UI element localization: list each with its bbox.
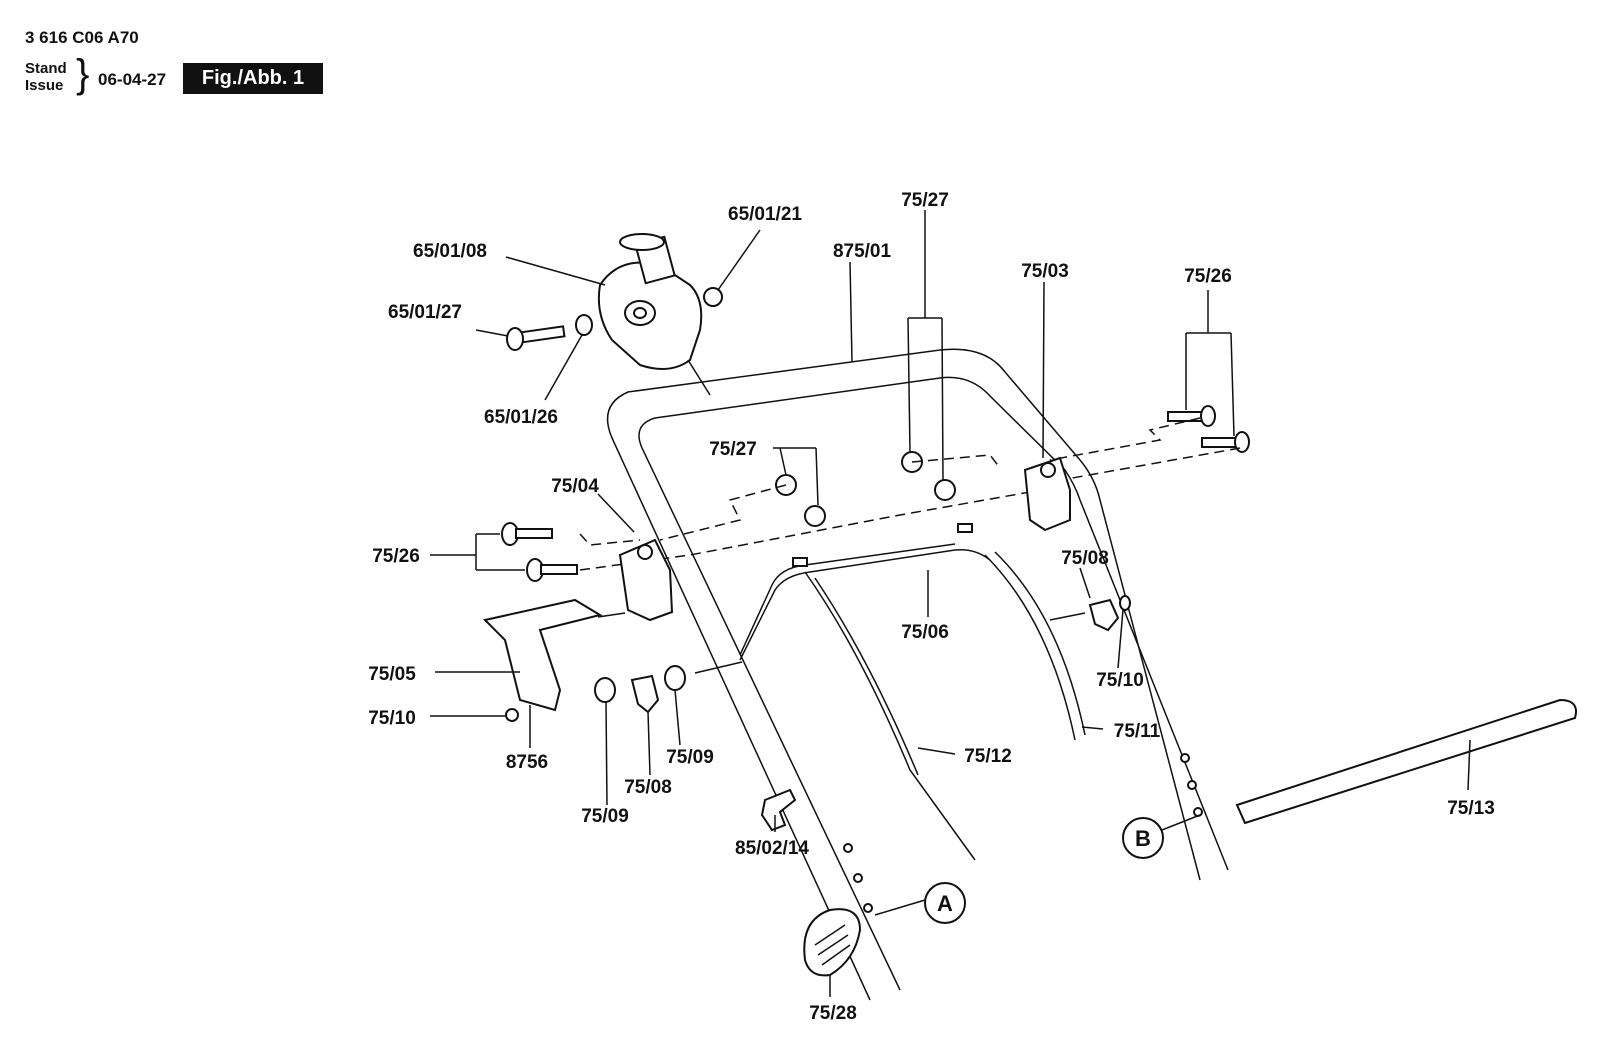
issue-label: Issue — [25, 77, 64, 94]
rod-segment — [694, 661, 743, 674]
hole — [1193, 807, 1203, 817]
bolts-75-26-right — [1167, 405, 1250, 453]
issue-date: 06-04-27 — [98, 70, 167, 89]
part-label-65-01-27: 65/01/27 — [388, 302, 462, 323]
part-label-75-28: 75/28 — [809, 1003, 857, 1024]
part-label-75-09-right: 75/09 — [666, 747, 714, 768]
bracket-75-04 — [618, 538, 674, 622]
part-label-75-13: 75/13 — [1447, 798, 1495, 819]
throttle-lever-housing — [597, 233, 711, 396]
handle-tube — [606, 348, 1229, 1001]
part-label-75-26-right: 75/26 — [1184, 266, 1232, 287]
part-label-65-01-21: 65/01/21 — [728, 204, 802, 225]
part-label-75-26-left: 75/26 — [372, 546, 420, 567]
bolt-65-01-27 — [506, 325, 566, 351]
cables — [739, 523, 1086, 861]
part-label-75-04: 75/04 — [551, 476, 599, 497]
part-label-75-10-right: 75/10 — [1096, 670, 1144, 691]
reference-a: A — [924, 882, 966, 924]
clip-75-08-right — [1049, 595, 1131, 632]
part-label-75-27-mid: 75/27 — [709, 439, 757, 460]
rod-75-13 — [1235, 698, 1577, 825]
assembly-lines — [579, 417, 1241, 571]
part-label-75-05: 75/05 — [368, 664, 416, 685]
nuts-75-27 — [775, 451, 956, 527]
part-label-65-01-26: 65/01/26 — [484, 407, 558, 428]
part-label-75-03: 75/03 — [1021, 261, 1069, 282]
brace-glyph: } — [76, 52, 90, 96]
hole — [853, 873, 863, 883]
hole — [1180, 753, 1190, 763]
part-label-75-12: 75/12 — [964, 746, 1012, 767]
part-label-875-01: 875/01 — [833, 241, 892, 262]
washer-65-01-26 — [575, 314, 593, 336]
part-label-75-27-top: 75/27 — [901, 190, 949, 211]
clip-85-02-14 — [760, 788, 797, 832]
part-label-85-02-14: 85/02/14 — [735, 838, 809, 859]
figure-label: Fig./Abb. 1 — [183, 63, 323, 94]
reference-a-label: A — [937, 891, 953, 916]
part-label-75-09-left: 75/09 — [581, 806, 629, 827]
reference-b-label: B — [1135, 826, 1151, 851]
part-label-75-10-left: 75/10 — [368, 708, 416, 729]
nut-65-01-21 — [703, 287, 723, 307]
part-label-8756: 8756 — [506, 752, 548, 773]
bolts-75-26-left — [501, 522, 578, 582]
part-label-75-06: 75/06 — [901, 622, 949, 643]
knob-75-28 — [803, 908, 862, 977]
lever-75-05 — [483, 598, 626, 722]
spacers-75-09 — [594, 665, 686, 714]
part-label-65-01-08: 65/01/08 — [413, 241, 487, 262]
document-number: 3 616 C06 A70 — [25, 28, 139, 47]
stand-label: Stand — [25, 60, 67, 77]
hole — [1187, 780, 1197, 790]
hole — [843, 843, 853, 853]
part-label-75-08-right: 75/08 — [1061, 548, 1109, 569]
part-label-75-11: 75/11 — [1114, 721, 1161, 742]
stand-issue-label: Stand Issue — [25, 60, 67, 94]
bracket-75-03 — [1023, 456, 1071, 532]
leader-lines — [430, 210, 1471, 997]
reference-b: B — [1122, 817, 1164, 859]
part-label-75-08-left: 75/08 — [624, 777, 672, 798]
hole — [863, 903, 873, 913]
